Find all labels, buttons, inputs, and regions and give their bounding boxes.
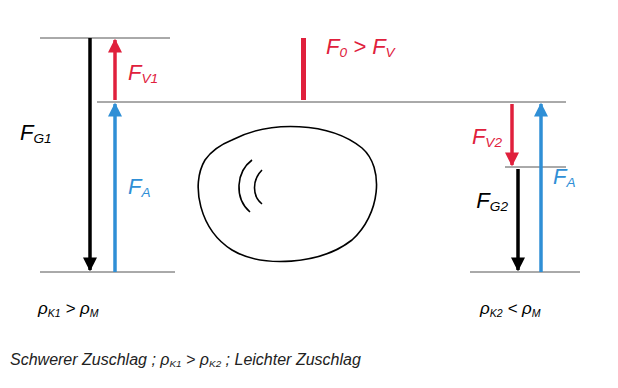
force-bar (301, 38, 306, 100)
displacement-arrow (113, 40, 117, 100)
force-label: FG1 (20, 122, 52, 144)
aggregate-grain (198, 127, 376, 262)
force-label: FV2 (472, 126, 502, 148)
weight-arrow (88, 38, 92, 270)
force-label: FA (128, 176, 151, 198)
density-relation: ρK1 > ρM (38, 300, 99, 317)
density-relation: ρK2 < ρM (480, 300, 541, 317)
buoyancy-arrow (539, 104, 543, 272)
force-label: FV1 (128, 62, 158, 84)
displacement-arrow (510, 104, 514, 165)
weight-arrow (516, 169, 520, 270)
reference-lines (40, 38, 580, 272)
force-label: FG2 (476, 190, 508, 212)
caption: Schwerer Zuschlag ; ρK1 > ρK2 ; Leichter… (10, 352, 361, 368)
force-comparison: F0 > FV (326, 36, 395, 58)
force-label: FA (553, 166, 576, 188)
buoyancy-arrow (113, 104, 117, 272)
